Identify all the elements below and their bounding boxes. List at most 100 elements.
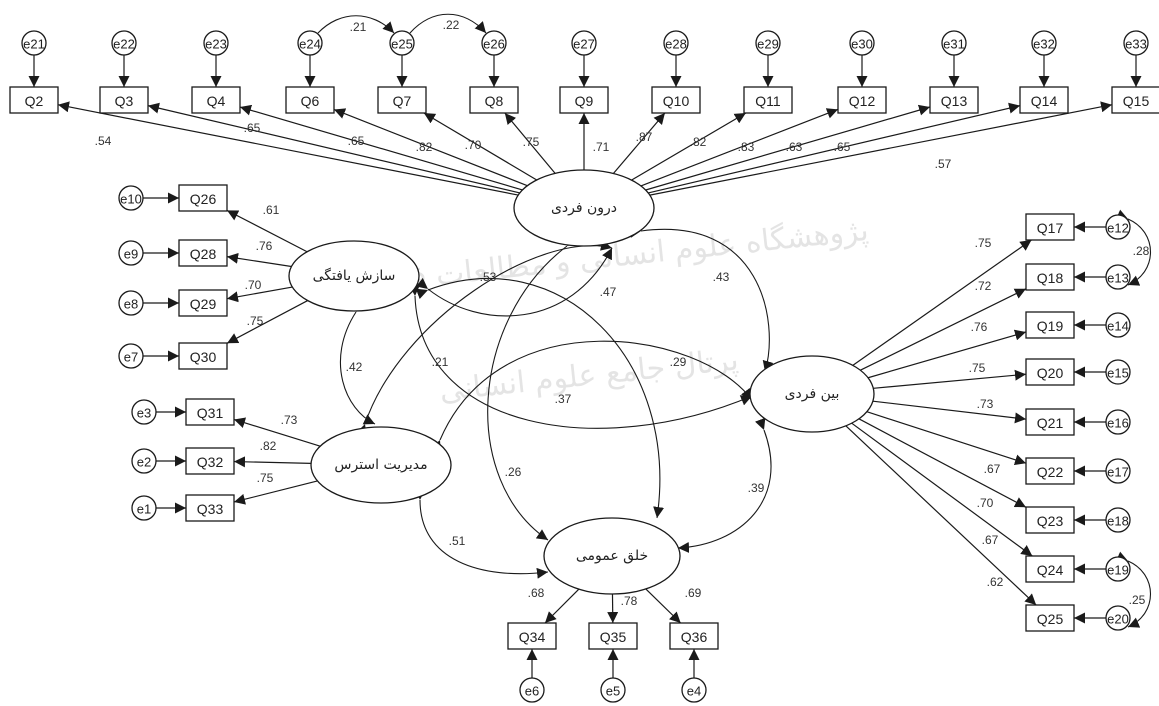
error-circle (600, 677, 626, 703)
error-e12: e12 (1105, 214, 1131, 240)
indicator-label: Q23 (1037, 513, 1064, 529)
loading-path-q10 (612, 112, 666, 174)
error-label: e19 (1107, 563, 1129, 578)
error-circle (118, 185, 144, 211)
error-label: e30 (851, 37, 873, 52)
loading-path-q17 (852, 239, 1032, 366)
indicator-box (178, 239, 228, 267)
loading-coef-q21: .73 (977, 397, 994, 411)
error-e27: e27 (571, 30, 597, 56)
error-label: e31 (943, 37, 965, 52)
error-e22: e22 (111, 30, 137, 56)
latent-l-modir: مدیریت استرس (310, 426, 452, 504)
error-label: e7 (124, 350, 138, 365)
error-correlation-e19-e20 (1115, 551, 1151, 628)
indicator-q34: Q34 (507, 622, 557, 650)
error-e8: e8 (118, 290, 144, 316)
indicator-q32: Q32 (185, 447, 235, 475)
error-label: e1 (137, 502, 151, 517)
loading-coef-q11: .82 (690, 135, 707, 149)
loading-path-q8 (504, 112, 556, 174)
error-circle (1031, 30, 1057, 56)
indicator-q35: Q35 (588, 622, 638, 650)
error-label: e20 (1107, 612, 1129, 627)
error-e13: e13 (1105, 264, 1131, 290)
loading-coef-q4: .65 (348, 134, 365, 148)
indicator-label: Q15 (1123, 93, 1150, 109)
indicator-q23: Q23 (1025, 506, 1075, 534)
latent-ellipse (310, 426, 452, 504)
loading-coef-q33: .75 (257, 471, 274, 485)
loading-coef-q14: .65 (834, 140, 851, 154)
loading-coef-q34: .68 (528, 586, 545, 600)
indicator-q25: Q25 (1025, 604, 1075, 632)
loading-coef-q22: .67 (984, 462, 1001, 476)
indicator-box (651, 86, 701, 114)
error-e21: e21 (21, 30, 47, 56)
error-circle (111, 30, 137, 56)
indicator-q19: Q19 (1025, 311, 1075, 339)
error-e23: e23 (203, 30, 229, 56)
indicator-label: Q21 (1037, 415, 1064, 431)
indicator-box (178, 342, 228, 370)
indicator-label: Q2 (25, 93, 44, 109)
error-label: e28 (665, 37, 687, 52)
error-e33: e33 (1123, 30, 1149, 56)
loading-coef-q6: .82 (416, 140, 433, 154)
indicator-q22: Q22 (1025, 457, 1075, 485)
indicator-q12: Q12 (837, 86, 887, 114)
error-label: e22 (113, 37, 135, 52)
latent-l-bein: بین فردی (749, 355, 875, 433)
loading-path-q4 (239, 104, 523, 191)
loading-coef-q29: .70 (245, 278, 262, 292)
loading-path-q33 (233, 480, 318, 505)
loading-path-q29 (226, 286, 293, 303)
indicator-label: Q19 (1037, 318, 1064, 334)
error-correlation-coef-e19-e20: .25 (1129, 593, 1146, 607)
correlation-coef-sazesh-bein: .21 (432, 355, 449, 369)
indicator-label: Q22 (1037, 464, 1064, 480)
indicator-q2: Q2 (9, 86, 59, 114)
loading-path-q30 (226, 300, 308, 344)
error-e31: e31 (941, 30, 967, 56)
indicator-q17: Q17 (1025, 213, 1075, 241)
error-label: e9 (124, 247, 138, 262)
indicator-box (669, 622, 719, 650)
loading-path-q31 (233, 417, 321, 447)
error-circle (118, 343, 144, 369)
loading-coef-q31: .73 (281, 413, 298, 427)
correlation-coef-sazesh-kholgh: .37 (555, 392, 572, 406)
indicator-label: Q32 (197, 454, 224, 470)
error-label: e13 (1107, 271, 1129, 286)
error-circle (663, 30, 689, 56)
indicator-q21: Q21 (1025, 408, 1075, 436)
error-correlation-coef-e25-e26: .22 (443, 18, 460, 32)
loading-coef-q26: .61 (263, 203, 280, 217)
error-label: e6 (525, 684, 539, 699)
indicator-q28: Q28 (178, 239, 228, 267)
error-label: e33 (1125, 37, 1147, 52)
error-label: e15 (1107, 366, 1129, 381)
error-label: e32 (1033, 37, 1055, 52)
loading-coef-q2: .54 (95, 134, 112, 148)
indicator-q7: Q7 (377, 86, 427, 114)
error-circle (131, 448, 157, 474)
error-correlation-e25-e26 (398, 13, 487, 45)
error-correlation-e24-e25 (306, 15, 395, 45)
indicator-box (9, 86, 59, 114)
indicator-box (469, 86, 519, 114)
indicator-label: Q9 (575, 93, 594, 109)
error-circle (1105, 359, 1131, 385)
error-circle (203, 30, 229, 56)
error-circle (1105, 556, 1131, 582)
indicator-box (743, 86, 793, 114)
indicator-box (1025, 457, 1075, 485)
indicator-q30: Q30 (178, 342, 228, 370)
latent-label: سازش یافتگی (313, 267, 396, 284)
indicator-label: Q14 (1031, 93, 1058, 109)
indicator-label: Q13 (941, 93, 968, 109)
error-circle (1105, 605, 1131, 631)
error-e14: e14 (1105, 312, 1131, 338)
correlation-bein-kholgh (677, 417, 772, 553)
indicator-box (559, 86, 609, 114)
